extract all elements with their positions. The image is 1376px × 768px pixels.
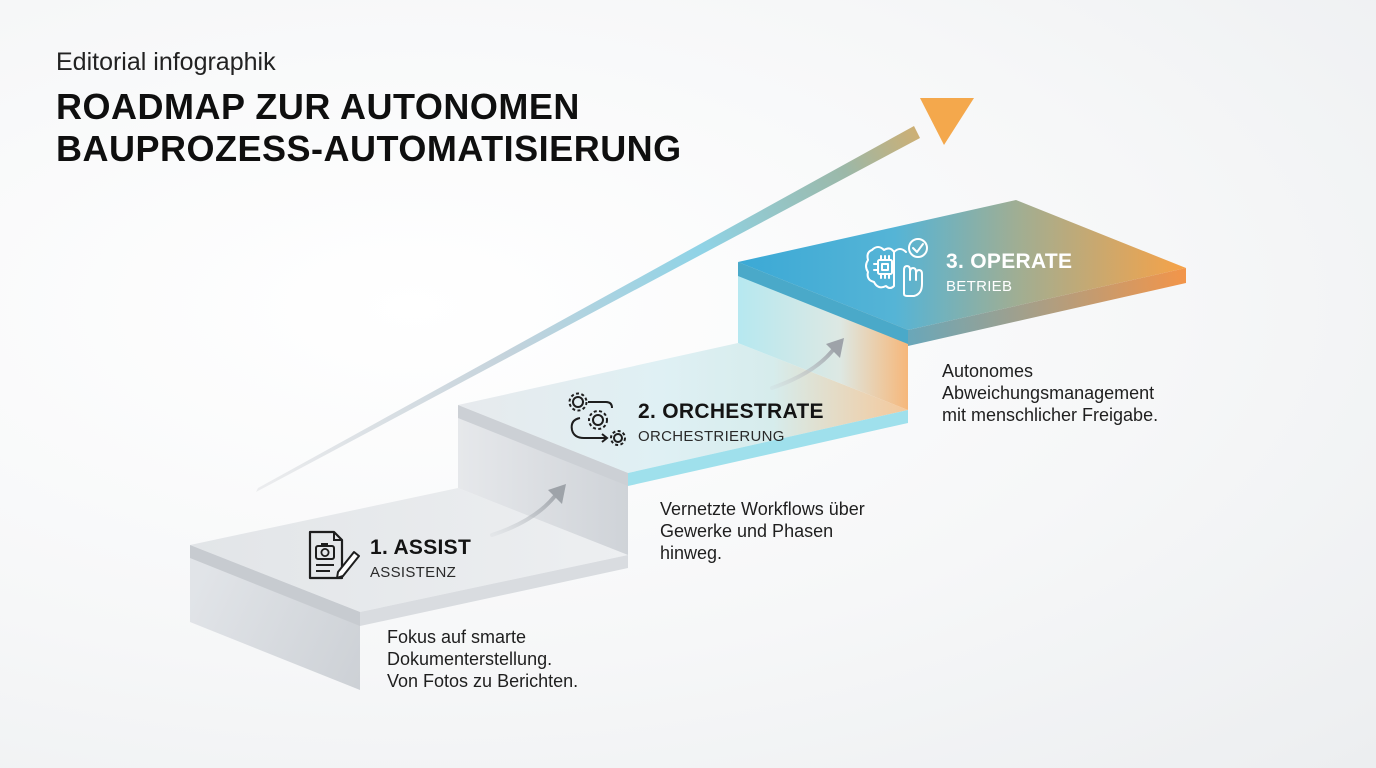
step-2-description-line: Vernetzte Workflows über [660, 499, 865, 519]
step-1-number-label: 1. ASSIST [370, 536, 472, 559]
step-1-description-line: Dokumenterstellung. [387, 649, 553, 669]
step-3-description-line: Abweichungsmanagement [942, 383, 1155, 403]
step-2-description-line: Gewerke und Phasen [660, 521, 834, 541]
step-1-description-line: Fokus auf smarte [387, 627, 527, 647]
step-3-sub-label: BETRIEB [946, 278, 1013, 295]
step-2-description-line: hinweg. [660, 543, 723, 563]
step-2-block [458, 343, 908, 555]
step-2-number-label: 2. ORCHESTRATE [638, 400, 824, 423]
title-line-2: BAUPROZESS-AUTOMATISIERUNG [56, 128, 682, 169]
connector-arrow-2 [770, 338, 844, 390]
step-3-number-label: 3. OPERATE [946, 250, 1073, 273]
step-2-sub-label: ORCHESTRIERUNG [638, 428, 785, 445]
step-3-description-line: Autonomes [942, 361, 1034, 381]
brain-chip-hand-check-icon [865, 238, 928, 297]
connector-arrow-1 [490, 484, 566, 537]
step-2-description: Vernetzte Workflows über Gewerke und Pha… [660, 498, 865, 564]
kicker-text: Editorial infographik [56, 48, 276, 76]
step-1-block [190, 488, 628, 690]
step-1-description-line: Von Fotos zu Berichten. [387, 671, 579, 691]
step-1-label: 1. ASSIST ASSISTENZ [370, 536, 471, 581]
step-3-label: 3. OPERATE BETRIEB [946, 250, 1072, 295]
step-3-block [738, 200, 1186, 410]
document-camera-pencil-icon [308, 530, 360, 580]
step-1-description: Fokus auf smarte Dokumenterstellung. Von… [387, 626, 578, 692]
title-line-1: ROADMAP ZUR AUTONOMEN [56, 86, 580, 127]
page-title: ROADMAP ZUR AUTONOMEN BAUPROZESS-AUTOMAT… [56, 86, 682, 170]
step-3-description: Autonomes Abweichungsmanagement mit mens… [942, 360, 1158, 426]
step-2-label: 2. ORCHESTRATE ORCHESTRIERUNG [638, 400, 824, 445]
workflow-gears-icon [568, 392, 626, 446]
step-1-sub-label: ASSISTENZ [370, 564, 457, 581]
step-3-description-line: mit menschlicher Freigabe. [942, 405, 1159, 425]
growth-arrow [256, 98, 974, 492]
